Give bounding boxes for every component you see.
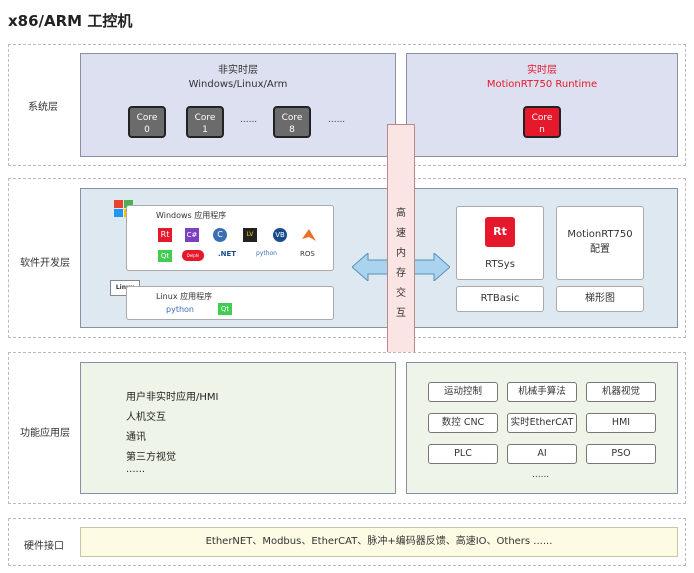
software-layer-label: 软件开发层 (20, 258, 70, 269)
delphi-icon: Delphi (182, 250, 204, 261)
core-ellipsis-2: ...... (328, 115, 346, 125)
python-win-icon: python (256, 250, 277, 257)
connector-char: 内 (396, 248, 406, 259)
core-num: n (539, 125, 545, 135)
fn-hmi: HMI (586, 413, 656, 433)
fn-rt-ethercat: 实时EtherCAT (507, 413, 577, 433)
matlab-icon (301, 227, 317, 243)
csharp-icon: C# (185, 228, 199, 242)
ros-icon: ROS (300, 250, 315, 258)
core-ellipsis-1: ...... (240, 115, 258, 125)
function-item: 第三方视觉 (126, 452, 176, 463)
connector-char: 互 (396, 308, 406, 319)
core-chip-0: Core 0 (128, 106, 166, 138)
fn-motion-control: 运动控制 (428, 382, 498, 402)
dotnet-icon: .NET (218, 250, 237, 258)
system-layer-label: 系统层 (28, 102, 58, 113)
fn-robot-algorithm: 机械手算法 (507, 382, 577, 402)
rtbasic-label: RTBasic (480, 293, 520, 304)
core-chip-n: Core n (523, 106, 561, 138)
function-item: ...... (126, 464, 146, 475)
function-layer-label: 功能应用层 (20, 428, 70, 439)
nonrt-title: 非实时层 (218, 65, 258, 76)
fn-plc: PLC (428, 444, 498, 464)
labview-icon: LV (243, 228, 257, 242)
core-chip-8: Core 8 (273, 106, 311, 138)
connector-char: 高 (396, 208, 406, 219)
fn-machine-vision: 机器视觉 (586, 382, 656, 402)
hardware-text: EtherNET、Modbus、EtherCAT、脉冲+编码器反馈、高速IO、O… (205, 536, 553, 547)
hardware-panel (80, 527, 678, 557)
nonrt-os: Windows/Linux/Arm (188, 79, 288, 90)
rt-title: 实时层 (527, 65, 557, 76)
connector-text: 高 速 内 存 交 互 (387, 204, 415, 324)
vb-icon: VB (273, 228, 287, 242)
right-arrow-icon (412, 253, 450, 281)
left-arrow-icon (352, 253, 390, 281)
matlab-shape-icon (302, 229, 316, 241)
rt-app-icon: Rt (158, 228, 172, 242)
core-label: Core (136, 113, 158, 123)
function-left-panel (80, 362, 396, 494)
rt-runtime: MotionRT750 Runtime (486, 79, 598, 90)
hardware-layer-label: 硬件接口 (24, 541, 64, 552)
function-right-ellipsis: ...... (532, 470, 550, 480)
c-lang-icon: C (213, 228, 227, 242)
qt-app-icon: Qt (158, 250, 172, 262)
function-item: 用户非实时应用/HMI (126, 392, 219, 403)
fn-cnc: 数控 CNC (428, 413, 498, 433)
core-label: Core (194, 113, 216, 123)
connector-char: 交 (396, 288, 406, 299)
ladder-label: 梯形图 (585, 293, 615, 304)
connector-char: 存 (396, 268, 406, 279)
page-title: x86/ARM 工控机 (8, 12, 133, 30)
rtbasic-card (456, 286, 544, 312)
python-linux-icon: python (166, 305, 194, 314)
motionrt-config-line1: MotionRT750 (567, 229, 633, 240)
core-num: 1 (202, 125, 208, 135)
core-num: 0 (144, 125, 150, 135)
fn-pso: PSO (586, 444, 656, 464)
motionrt-config-line2: 配置 (590, 244, 610, 255)
function-item: 通讯 (126, 432, 146, 443)
core-label: Core (281, 113, 303, 123)
core-label: Core (531, 113, 553, 123)
windows-apps-title: Windows 应用程序 (156, 211, 227, 220)
qt-linux-icon: Qt (218, 303, 232, 315)
rtsys-logo-icon: Rt (485, 217, 515, 247)
ladder-card (556, 286, 644, 312)
nonrt-panel (80, 53, 396, 157)
core-num: 8 (289, 125, 295, 135)
fn-ai: AI (507, 444, 577, 464)
connector-char: 速 (396, 228, 406, 239)
core-chip-1: Core 1 (186, 106, 224, 138)
linux-apps-title: Linux 应用程序 (156, 292, 213, 301)
motionrt-config-card (556, 206, 644, 280)
function-item: 人机交互 (126, 412, 166, 423)
rt-panel (406, 53, 678, 157)
rtsys-label: RTSys (485, 259, 515, 270)
